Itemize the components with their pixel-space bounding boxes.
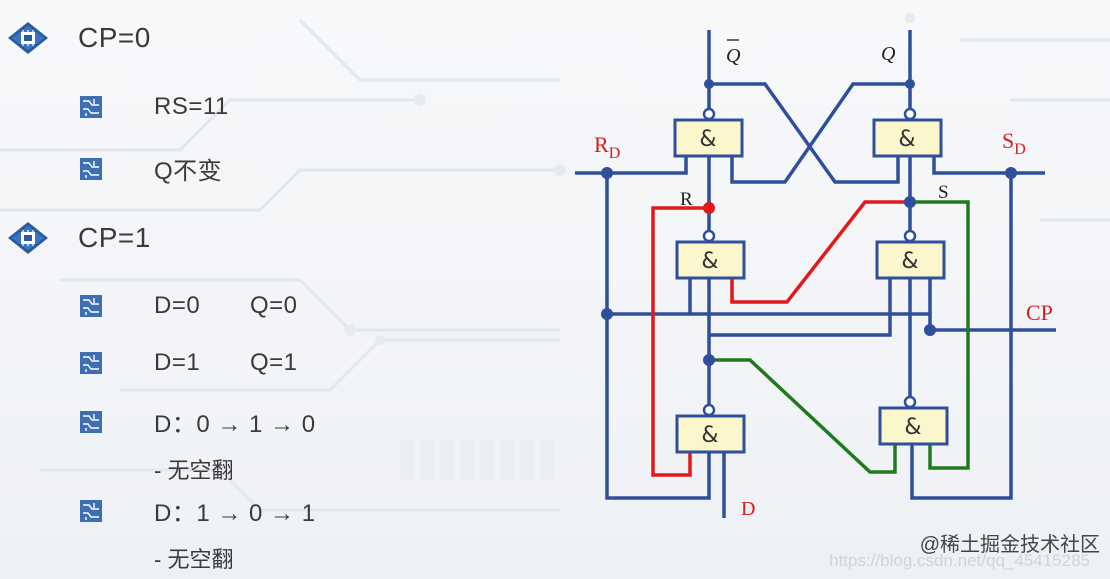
subnote-1: - 无空翻 — [154, 453, 233, 485]
wire-cross-1 — [709, 82, 900, 184]
level2-bullet-d0: D=0 Q=0 — [80, 292, 298, 320]
wire-rd-down — [605, 173, 711, 500]
item-q1: Q=1 — [250, 349, 298, 376]
item-d-010: D：0 → 1 → 0 — [154, 411, 316, 438]
watermark-url: https://blog.csdn.net/qq_45415285 — [829, 551, 1090, 570]
gate-g3: & — [675, 240, 746, 280]
watermark-brand: @稀土掘金技术社区 — [919, 534, 1100, 556]
junction-dots — [601, 79, 1017, 366]
circuit-square-icon — [80, 499, 102, 522]
wire-cross-2 — [730, 82, 910, 184]
wire-cp — [607, 312, 1056, 332]
gate-g4-symbol: & — [901, 249, 918, 274]
gate-g5: & — [675, 414, 746, 454]
level2-bullet-rs11: RS=11 — [80, 93, 229, 121]
wire-sd-down — [910, 173, 1013, 500]
gate-g4: & — [875, 240, 946, 280]
label-r-node: R — [680, 189, 693, 210]
label-q: Q — [881, 43, 896, 65]
label-qbar: Q — [726, 45, 741, 67]
chip-icon — [8, 22, 48, 54]
gate-g1-symbol: & — [699, 127, 716, 152]
wire-rd — [575, 156, 688, 175]
gate-g6-symbol: & — [904, 415, 921, 440]
circuit-square-icon — [80, 157, 102, 180]
item-q-unchanged: Q不变 — [154, 158, 223, 185]
level2-bullet-d1: D=1 Q=1 — [80, 349, 298, 377]
chip-icon — [8, 222, 48, 254]
gate-g3-symbol: & — [701, 249, 718, 274]
level1-bullet-cp1: CP=1 — [0, 220, 151, 256]
label-d: D — [741, 498, 755, 520]
gate-g6: & — [878, 406, 949, 446]
subnote-no-double-flip-1: - 无空翻 — [154, 458, 234, 483]
wire-red-r-feedback — [651, 206, 709, 477]
subnote-no-double-flip-2: - 无空翻 — [154, 547, 234, 572]
gate-g5-symbol: & — [701, 423, 718, 448]
gate-g2: & — [872, 118, 943, 158]
level1-bullet-cp0: CP=0 — [0, 20, 151, 56]
circuit-square-icon — [80, 410, 102, 433]
label-s-node: S — [938, 182, 949, 203]
level2-bullet-d101: D：1 → 0 → 1 — [80, 493, 316, 528]
circuit-square-icon — [80, 96, 102, 118]
label-cp: CP — [1026, 300, 1053, 325]
item-q0: Q=0 — [250, 292, 298, 319]
item-rs11: RS=11 — [154, 93, 229, 120]
gate-g1: & — [673, 118, 744, 158]
item-d-101: D：1 → 0 → 1 — [154, 500, 316, 527]
label-sd: SD — [1002, 128, 1026, 158]
item-d1: D=1 — [154, 349, 201, 376]
subnote-2: - 无空翻 — [154, 542, 233, 574]
wire-green-g5-to-g6 — [709, 358, 897, 474]
wire-green-s-to-g6 — [910, 200, 970, 470]
d-flipflop-circuit: & & & & & & Q Q RD SD R S CP D — [575, 30, 1056, 520]
gate-g2-symbol: & — [898, 127, 915, 152]
circuit-square-icon — [80, 352, 102, 374]
wire-g3-to-g4-b — [709, 278, 892, 337]
r-node-dot — [703, 202, 715, 214]
wire-red-s-to-g3 — [730, 200, 910, 304]
circuit-square-icon — [80, 295, 102, 317]
heading-cp1: CP=1 — [78, 222, 151, 253]
label-rd: RD — [594, 132, 620, 162]
level2-bullet-q-unchanged: Q不变 — [80, 151, 222, 186]
level2-bullet-d010: D：0 → 1 → 0 — [80, 404, 316, 439]
item-d0: D=0 — [154, 292, 201, 319]
wire-sd — [932, 156, 1045, 175]
heading-cp0: CP=0 — [78, 22, 151, 53]
bullet-panel: CP=0 RS=11 Q不变 CP=1 D=0 Q=0 — [0, 20, 316, 574]
